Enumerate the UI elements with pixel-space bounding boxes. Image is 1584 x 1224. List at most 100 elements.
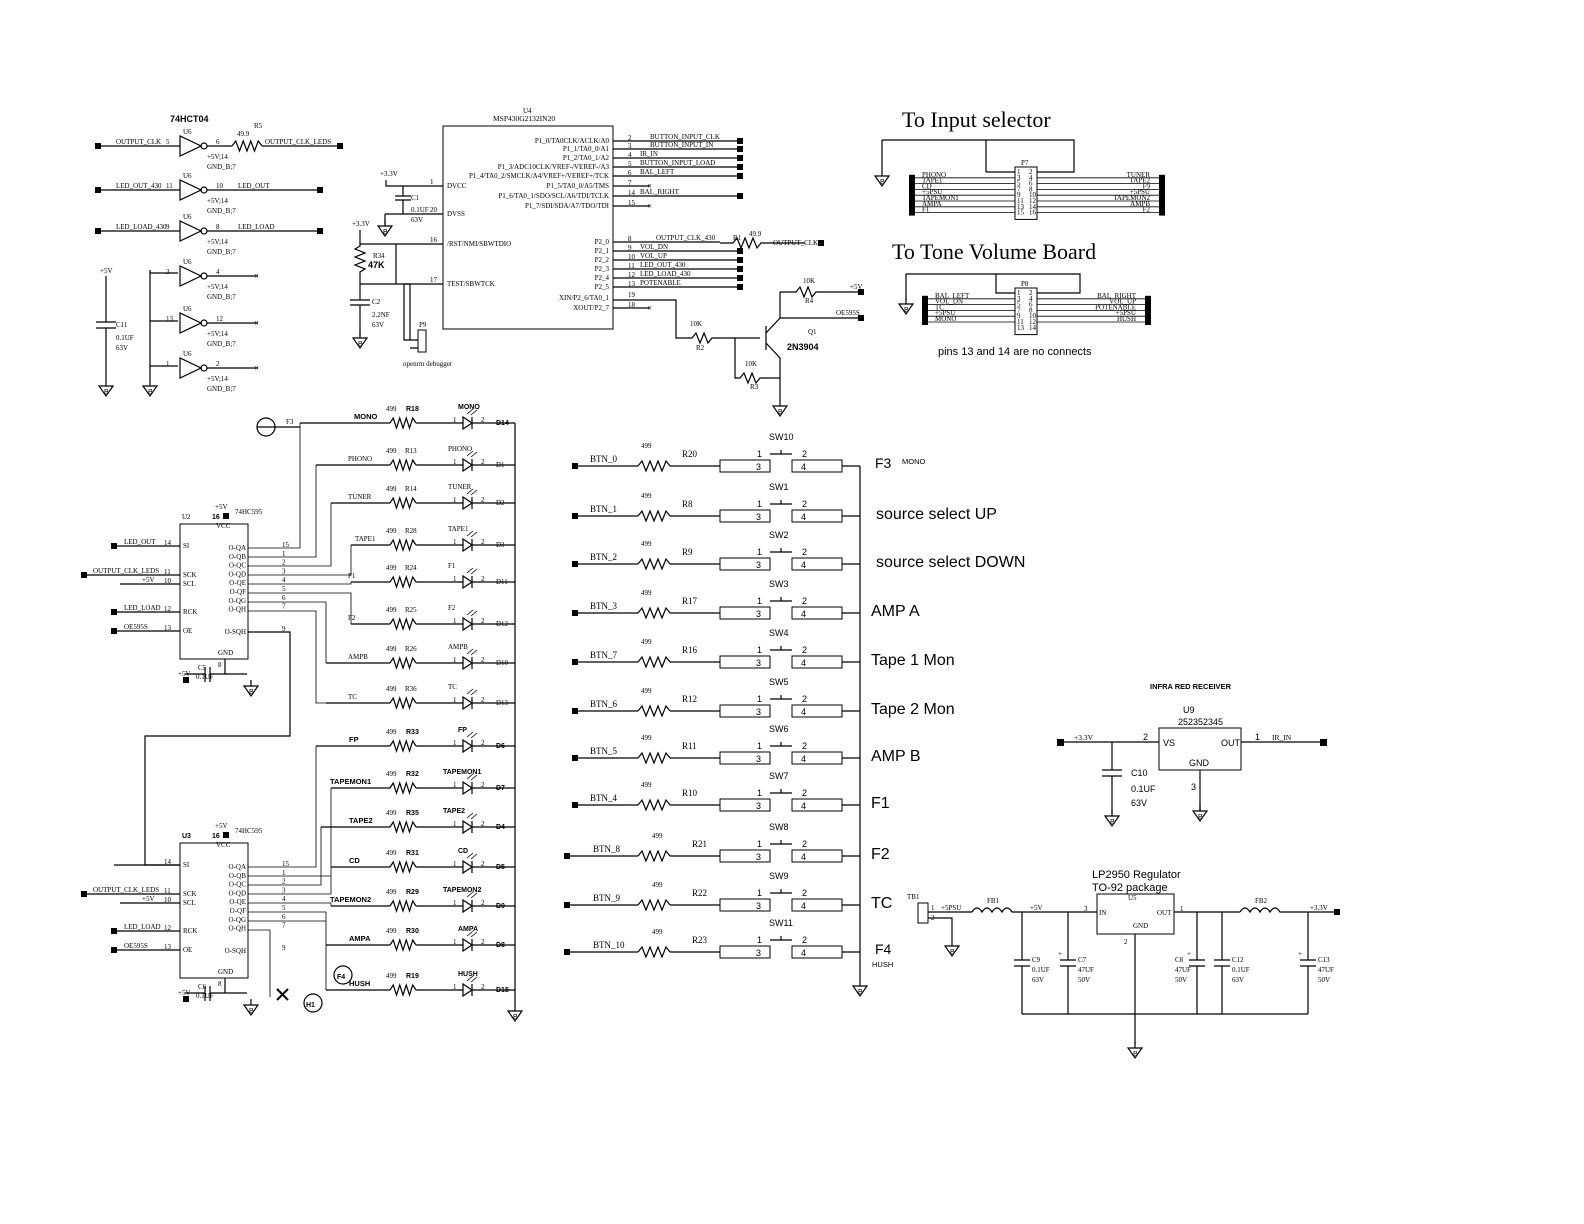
button-description: source select UP xyxy=(876,506,997,523)
connector-net-left: TC xyxy=(935,303,944,311)
shift-register-input-pin-number: 10 xyxy=(164,577,172,585)
led-ref: D8 xyxy=(496,942,505,949)
switch-ref: SW3 xyxy=(769,579,789,589)
shift-register-sqh-pin: 9 xyxy=(282,625,286,633)
button-net: BTN_0 xyxy=(590,454,618,464)
button-resistor-ref: R10 xyxy=(682,788,698,798)
led-net-label: TC xyxy=(348,693,357,701)
led-resistor-value: 499 xyxy=(386,849,397,857)
p9-header xyxy=(417,329,427,353)
net-port xyxy=(223,832,229,838)
shift-register-output-pin: 4 xyxy=(282,576,286,584)
mcu-net-label: BUTTON_INPUT_CLK xyxy=(650,133,720,141)
c11-ref: C11 xyxy=(116,321,128,329)
r4-val: 10K xyxy=(803,277,815,285)
led-resistor-ref: R19 xyxy=(406,973,419,980)
connector-pin: 9 xyxy=(1017,312,1021,320)
led-pin: 1 xyxy=(453,656,457,664)
mcu-net-label: BAL_LEFT xyxy=(640,168,675,176)
led-net-label: AMPB xyxy=(348,653,368,661)
shift-register-output: O-QB xyxy=(229,553,246,561)
mcu-net-label: BAL_RIGHT xyxy=(640,188,680,196)
led-ref: D1 xyxy=(496,461,505,469)
led-label: AMPA xyxy=(458,926,478,933)
inverter-output-pin: 2 xyxy=(216,360,220,368)
shift-register-output-pin: 2 xyxy=(282,878,286,886)
ir-out-pin: 1 xyxy=(1255,732,1260,742)
ir-net: IR_IN xyxy=(1272,733,1292,742)
connector-net-right: HUSH xyxy=(1117,315,1136,323)
net-port xyxy=(737,146,743,152)
mcu-pin-number: 11 xyxy=(628,262,635,270)
regulator-cap-val: 47UF xyxy=(1078,966,1094,974)
net-port xyxy=(1159,180,1165,187)
reg-out: OUT xyxy=(1157,909,1172,917)
connector-net-right: TUNER xyxy=(1127,171,1151,179)
switch-ref: SW1 xyxy=(769,482,789,492)
button-resistor-ref: R22 xyxy=(692,888,707,898)
r1-ref: R1 xyxy=(733,234,742,242)
ir-cap-ref: C10 xyxy=(1131,768,1148,778)
mcu-net-label: POTENABLE xyxy=(640,279,681,287)
ir-cap-val: 0.1UF xyxy=(1131,784,1156,794)
ground-symbol xyxy=(243,679,259,697)
switch-pin: 1 xyxy=(757,839,762,849)
ground-symbol xyxy=(142,379,158,397)
switch-pin: 2 xyxy=(802,499,807,509)
connector-net-left: PHONO xyxy=(922,171,946,179)
connector-section: To Input selector To Tone Volume Board p… xyxy=(874,107,1165,358)
net-port xyxy=(737,248,743,254)
ground-symbol xyxy=(1104,809,1120,827)
net-port xyxy=(1145,307,1151,314)
mcu-pin-name: P2_4 xyxy=(595,274,610,282)
button-resistor-value: 499 xyxy=(641,687,652,695)
ground-symbol xyxy=(352,331,368,349)
led-label: TAPE1 xyxy=(448,525,469,533)
button-description: TC xyxy=(871,895,892,912)
shift-register-output-pin: 2 xyxy=(282,559,286,567)
shift-register-input-net: LED_OUT xyxy=(124,538,156,546)
led-ref: D13 xyxy=(496,699,509,707)
shift-register-gnd-pin: 8 xyxy=(218,980,222,988)
connector-pin: 1 xyxy=(1017,289,1021,297)
shift-register-sqh: O-SQH xyxy=(225,628,246,636)
ir-out: OUT xyxy=(1221,738,1241,748)
led-pin: 2 xyxy=(481,496,485,504)
inverter-output-pin: 8 xyxy=(216,223,220,231)
reg-sub: TO-92 package xyxy=(1092,882,1168,894)
shift-register-vcc-pin: 16 xyxy=(212,514,220,521)
switch-pin: 3 xyxy=(756,512,761,522)
c1-volt: 63V xyxy=(411,216,423,224)
net-port xyxy=(223,513,229,519)
led-label: CD xyxy=(458,848,468,855)
shift-register-gnd: GND xyxy=(218,968,233,976)
c1-ref: C1 xyxy=(411,194,420,202)
connector-pin: 11 xyxy=(1017,318,1024,326)
button-description: Tape 1 Mon xyxy=(871,652,955,669)
reg-gnd: GND xyxy=(1133,922,1148,930)
net-port xyxy=(111,609,117,615)
net-port xyxy=(737,193,743,199)
ir-body xyxy=(1158,727,1242,771)
inverter-input-net: LED_LOAD_430 xyxy=(116,223,167,231)
led-pin: 1 xyxy=(453,899,457,907)
ground-symbol xyxy=(507,1004,523,1022)
